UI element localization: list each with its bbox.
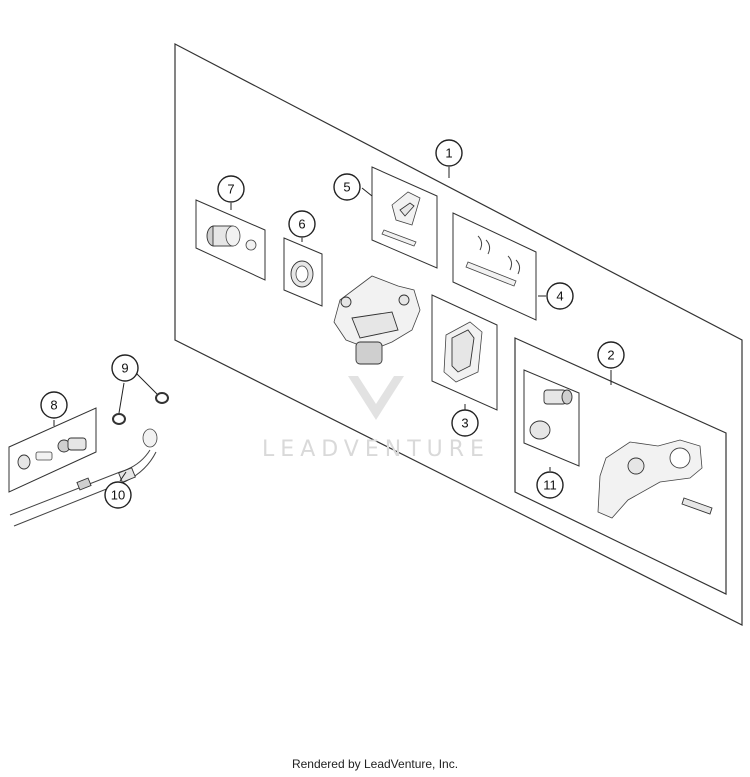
leader-lines xyxy=(53,167,612,482)
callout-1-label: 1 xyxy=(445,146,452,161)
callout-7-label: 7 xyxy=(227,182,234,197)
watermark-text: LEADVENTURE xyxy=(262,437,490,462)
callout-5: 5 xyxy=(333,173,361,201)
callout-3-label: 3 xyxy=(461,416,468,431)
footer-credit: Rendered by LeadVenture, Inc. xyxy=(291,757,459,771)
banjo-fitting-part xyxy=(17,437,87,470)
callout-6: 6 xyxy=(288,210,316,238)
slide-pin-part xyxy=(381,191,421,247)
callout-8: 8 xyxy=(40,391,68,419)
callout-9: 9 xyxy=(111,354,139,382)
callout-10: 10 xyxy=(104,481,132,509)
piston-part xyxy=(206,225,257,251)
callout-7: 7 xyxy=(217,175,245,203)
callout-1: 1 xyxy=(435,139,463,167)
callout-6-label: 6 xyxy=(298,217,305,232)
bushing-part xyxy=(529,389,573,440)
pad-pin-part xyxy=(465,235,521,287)
callout-8-label: 8 xyxy=(50,398,57,413)
callout-9-label: 9 xyxy=(121,361,128,376)
o-ring-part xyxy=(112,392,169,425)
callout-4: 4 xyxy=(546,282,574,310)
caliper-support-part xyxy=(597,439,713,519)
brake-pads-part xyxy=(443,321,483,383)
caliper-body-part xyxy=(333,275,421,365)
callout-4-label: 4 xyxy=(556,289,563,304)
callout-10-label: 10 xyxy=(111,488,125,503)
callout-11: 11 xyxy=(536,471,564,499)
callout-11-label: 11 xyxy=(543,478,557,493)
callout-2: 2 xyxy=(597,341,625,369)
pad-pin-kit-panel xyxy=(452,212,537,321)
brake-hose-part xyxy=(9,428,158,527)
callout-2-label: 2 xyxy=(607,348,614,363)
watermark: LEADVENTURE xyxy=(262,376,490,462)
callout-3: 3 xyxy=(451,409,479,437)
seal-ring-part xyxy=(290,260,314,288)
banjo-fitting-panel xyxy=(8,407,97,493)
callout-5-label: 5 xyxy=(343,180,350,195)
